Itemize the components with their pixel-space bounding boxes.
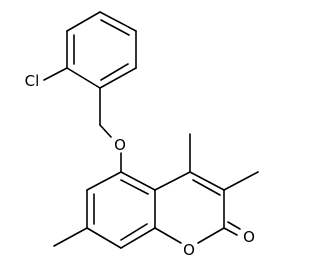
ring-oxygen-atom-label: O [183, 241, 195, 259]
carbonyl-oxygen-atom-label: O [243, 228, 255, 246]
bond-to-chlorine [43, 67, 68, 81]
double-bond-inner [120, 179, 149, 195]
bond [154, 171, 191, 191]
bond [154, 227, 182, 244]
bond [120, 171, 156, 191]
bond [86, 227, 122, 249]
double-bond-inner [100, 63, 129, 81]
bond [197, 227, 225, 244]
bond [66, 67, 101, 89]
double-bond-inner [100, 19, 130, 36]
bond [99, 67, 137, 89]
bond [66, 11, 101, 32]
coumarin-core [53, 133, 259, 249]
carbonyl-bond [227, 221, 241, 230]
bond [189, 171, 225, 191]
bond [99, 11, 137, 32]
chlorine-atom-label: Cl [25, 72, 40, 90]
double-bond-inner [192, 179, 221, 196]
bond [120, 227, 156, 249]
bond-to-7-methyl [53, 227, 88, 247]
chlorobenzyl-group [43, 11, 137, 138]
ether-oxygen-atom-label: O [114, 136, 126, 154]
bond-to-3-methyl [223, 171, 259, 191]
double-bond-inner [120, 223, 148, 241]
carbonyl-bond [223, 227, 238, 236]
bond [86, 171, 122, 191]
chemical-structure-diagram: Cl O O O [25, 11, 259, 259]
bond-to-ether-oxygen [99, 124, 112, 138]
